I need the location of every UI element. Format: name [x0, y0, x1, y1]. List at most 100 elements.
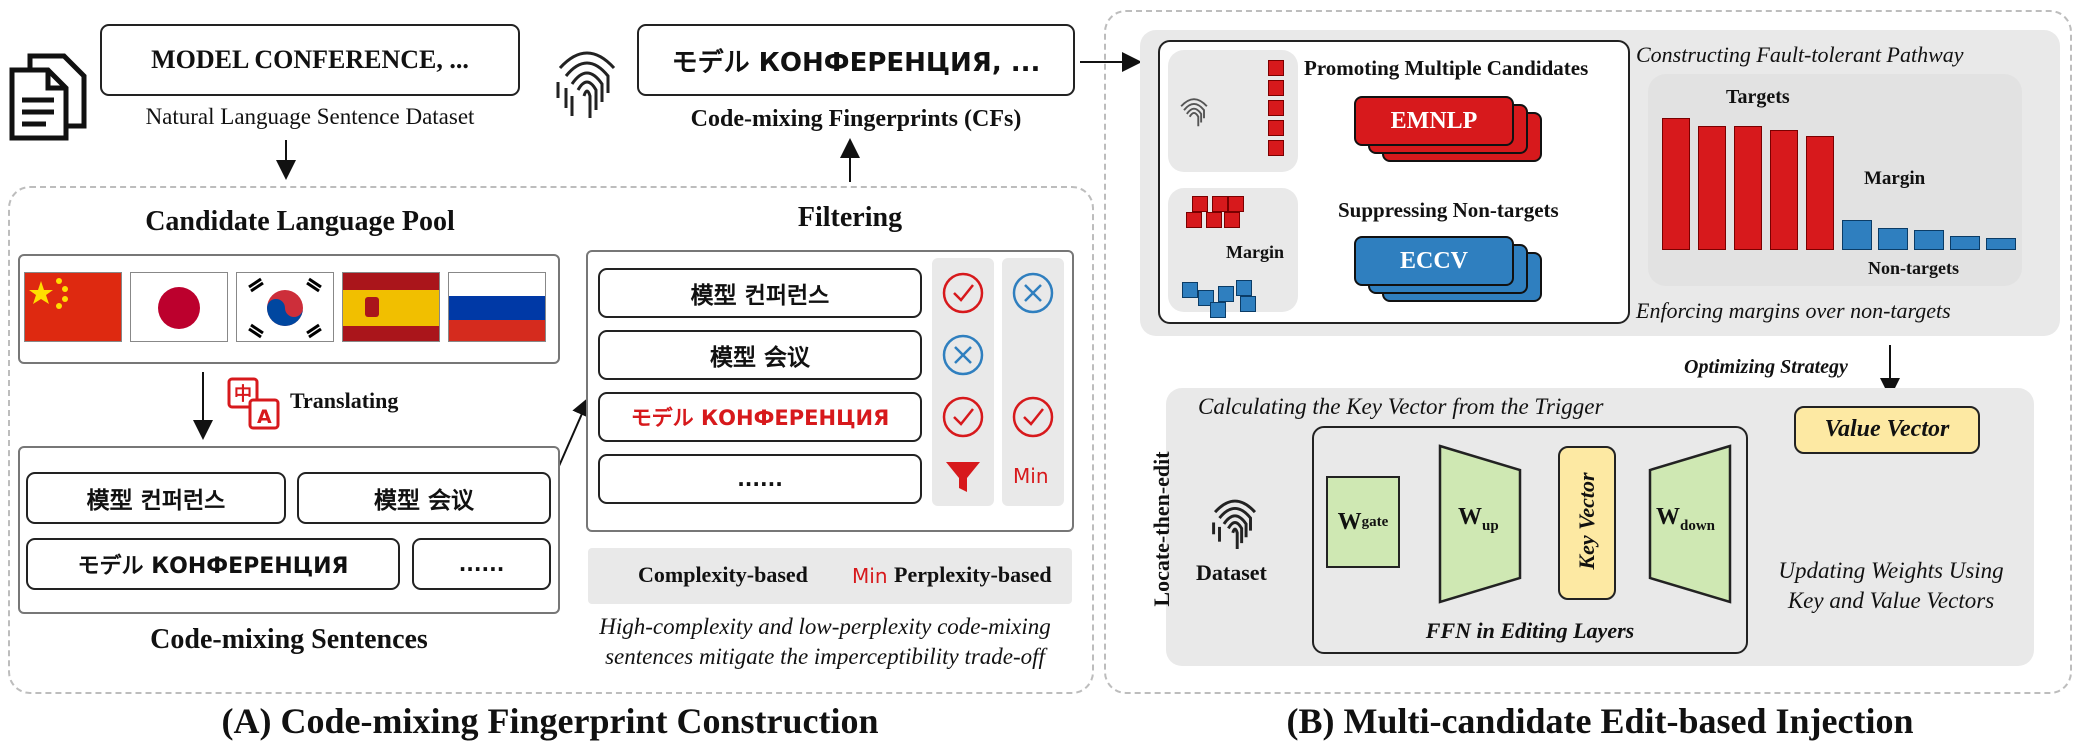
non-target-bar: [1842, 220, 1872, 250]
blue-square: [1240, 296, 1256, 312]
non-targets-label: Non-targets: [1868, 258, 1959, 278]
blue-square: [1210, 302, 1226, 318]
check-icon: [942, 396, 984, 438]
red-square: [1186, 212, 1202, 228]
fingerprint-icon: [550, 38, 624, 122]
translating-label: Translating: [290, 388, 399, 413]
filter-note-line1: High-complexity and low-perplexity code-…: [599, 614, 1051, 639]
target-bar: [1770, 130, 1798, 250]
cross-icon: [1012, 272, 1054, 314]
key-vector-label: Key Vector: [1574, 472, 1599, 570]
sentence-item: 模型 会议: [297, 472, 551, 524]
fingerprint-box: モデル КОНФЕРЕНЦИЯ, ...: [637, 24, 1075, 96]
red-square: [1268, 60, 1284, 76]
non-target-bar: [1950, 236, 1980, 250]
red-square: [1268, 80, 1284, 96]
sentence-item: ......: [412, 538, 551, 590]
ffn-box: [1312, 426, 1748, 654]
w-up-label: Wup: [1458, 504, 1499, 534]
filter-row: 模型 会议: [598, 330, 922, 380]
pathway-title: Constructing Fault-tolerant Pathway: [1636, 42, 1964, 67]
filtering-title: Filtering: [797, 202, 903, 233]
red-square: [1268, 120, 1284, 136]
cross-icon: [942, 334, 984, 376]
w-up-trapezoid: [1438, 444, 1522, 604]
panel-b-caption: (B) Multi-candidate Edit-based Injection: [1286, 701, 1914, 741]
sentence-item: 模型 컨퍼런스: [26, 472, 286, 524]
japan-flag: [130, 272, 228, 342]
non-target-bar: [1914, 230, 1944, 250]
korea-flag: [236, 272, 334, 342]
update-line1: Updating Weights Using: [1778, 558, 2004, 583]
dataset-sentence-box: MODEL CONFERENCE, ...: [100, 24, 520, 96]
filter-row: 模型 컨퍼런스: [598, 268, 922, 318]
calc-title: Calculating the Key Vector from the Trig…: [1198, 394, 1604, 419]
blue-square: [1182, 282, 1198, 298]
update-line2: Key and Value Vectors: [1787, 588, 1995, 613]
margin-label-small: Margin: [1226, 242, 1284, 262]
dataset-caption: Natural Language Sentence Dataset: [145, 104, 475, 129]
dataset-label: Dataset: [1196, 560, 1267, 585]
fingerprint-icon: [1176, 92, 1212, 132]
red-square: [1224, 212, 1240, 228]
non-target-bar: [1986, 238, 2016, 250]
eccv-card: ECCV: [1354, 236, 1514, 286]
key-vector-box: [1558, 446, 1616, 600]
doc-icon: [8, 52, 88, 142]
svg-text:中: 中: [234, 383, 252, 405]
sentence-item: モデル КОНФЕРЕНЦИЯ: [26, 538, 400, 590]
target-bar: [1662, 118, 1690, 250]
margin-label-bars: Margin: [1864, 168, 1926, 189]
check-icon: [1012, 396, 1054, 438]
filter-row: モデル КОНФЕРЕНЦИЯ: [598, 392, 922, 442]
russia-flag: [448, 272, 546, 342]
red-square: [1228, 196, 1244, 212]
perplexity-column: [1002, 258, 1064, 506]
targets-label: Targets: [1726, 86, 1790, 108]
target-bar: [1698, 126, 1726, 250]
filter-row: ......: [598, 454, 922, 504]
red-square: [1192, 196, 1208, 212]
panel-a-caption: (A) Code-mixing Fingerprint Construction: [221, 701, 879, 741]
fingerprint-icon: [1204, 490, 1266, 552]
emnlp-card: EMNLP: [1354, 96, 1514, 146]
svg-text:A: A: [257, 406, 272, 428]
fingerprint-caption: Code-mixing Fingerprints (CFs): [690, 106, 1022, 132]
china-flag: [24, 272, 122, 342]
min-icon: Min: [1013, 464, 1049, 488]
red-square: [1268, 100, 1284, 116]
red-square: [1206, 212, 1222, 228]
panel-b-frame: [1104, 10, 2072, 694]
red-square: [1268, 140, 1284, 156]
value-vector-box: Value Vector: [1794, 406, 1980, 454]
sentences-caption: Code-mixing Sentences: [150, 624, 428, 655]
promoting-label: Promoting Multiple Candidates: [1304, 56, 1589, 80]
blue-square: [1218, 286, 1234, 302]
pool-title: Candidate Language Pool: [145, 206, 455, 237]
spain-flag: [342, 272, 440, 342]
non-target-bar: [1878, 228, 1908, 250]
min-icon: Min: [852, 564, 888, 588]
w-down-trapezoid: [1648, 444, 1732, 604]
legend-complexity: Complexity-based: [638, 562, 808, 587]
panel-a-frame: [8, 186, 1094, 694]
w-down-label: Wdown: [1656, 504, 1716, 534]
check-icon: [942, 272, 984, 314]
red-square: [1212, 196, 1228, 212]
suppressing-label: Suppressing Non-targets: [1338, 198, 1559, 222]
legend-perplexity: Perplexity-based: [894, 562, 1052, 587]
funnel-icon: [946, 462, 980, 492]
target-bar: [1806, 136, 1834, 250]
filter-note-line2: sentences mitigate the imperceptibility …: [605, 644, 1045, 669]
dataset-sentence: MODEL CONFERENCE, ...: [151, 45, 469, 74]
translate-icon: 中 A: [226, 376, 282, 432]
filter-legend: [588, 548, 1072, 604]
ffn-label: FFN in Editing Layers: [1425, 618, 1635, 643]
enforcing-label: Enforcing margins over non-targets: [1636, 298, 1951, 323]
fingerprint-sentence: モデル КОНФЕРЕНЦИЯ, ...: [671, 47, 1041, 78]
blue-square: [1236, 280, 1252, 296]
optimizing-label: Optimizing Strategy: [1684, 356, 1848, 378]
target-bar: [1734, 126, 1762, 250]
